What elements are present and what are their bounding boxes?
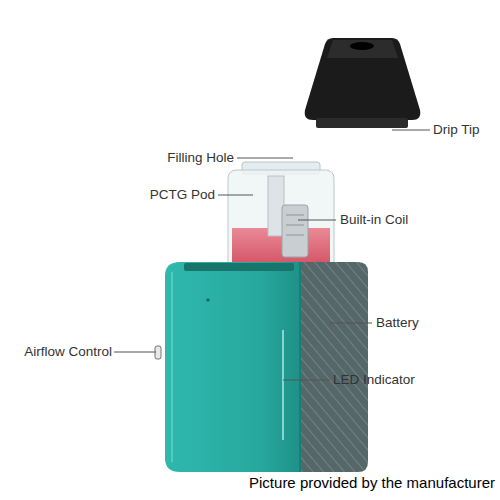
image-credit: Picture provided by the manufacturer [140, 474, 495, 492]
battery-body-drawing [155, 262, 368, 472]
part-label: Filling Hole [134, 149, 234, 167]
part-label: Battery [376, 314, 419, 332]
part-label: PCTG Pod [115, 186, 215, 204]
part-label: Built-in Coil [340, 211, 408, 229]
leader-lines [114, 130, 430, 380]
part-label: Airflow Control [2, 343, 112, 361]
part-label: LED Indicator [333, 371, 415, 389]
drip-tip-drawing [305, 38, 421, 128]
part-label: Drip Tip [433, 121, 480, 139]
